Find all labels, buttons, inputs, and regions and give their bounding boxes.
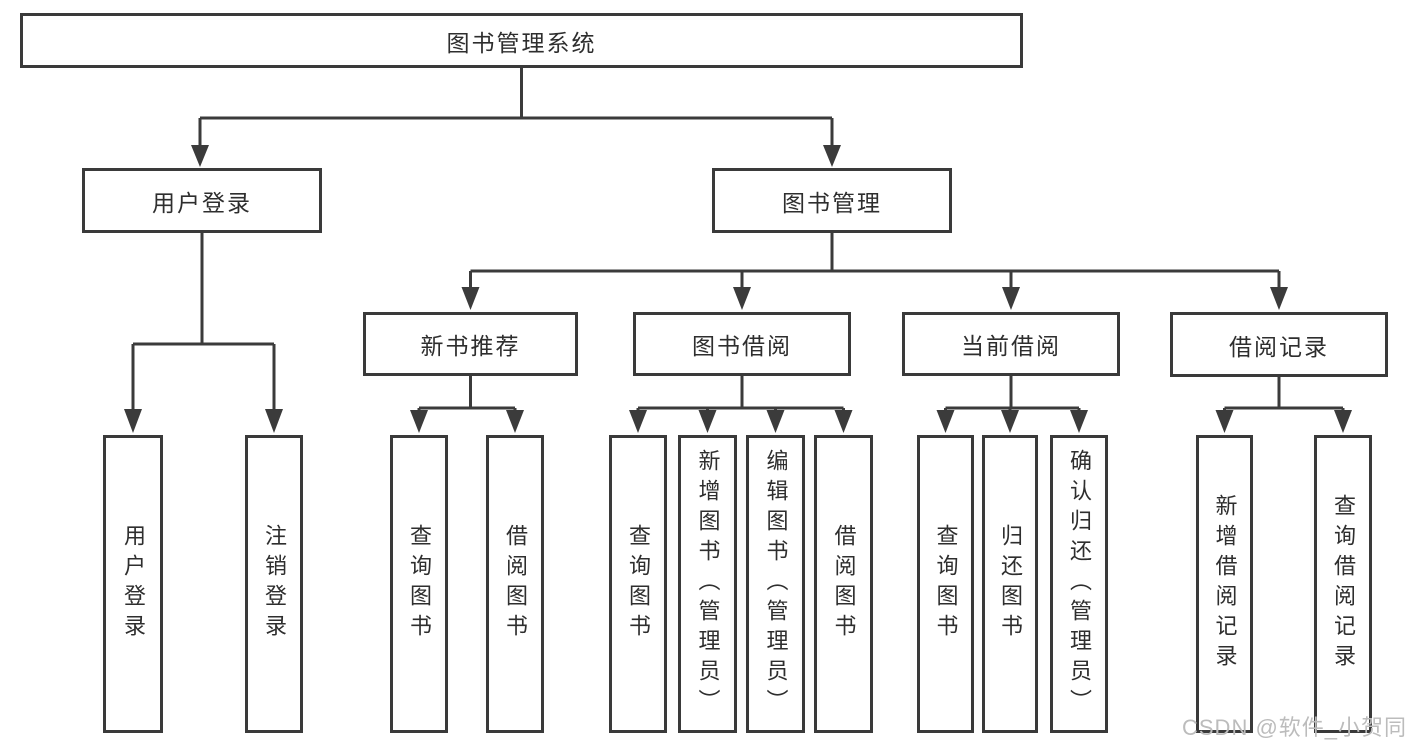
- connector-book-mgmt-to-level3: [461, 233, 1288, 310]
- node-label: 查询图书: [933, 524, 959, 644]
- leaf-logout: 注销登录: [245, 435, 303, 733]
- leaf-search-borrow-record: 查询借阅记录: [1314, 435, 1372, 733]
- connector-new-book-to-leaves: [410, 376, 524, 433]
- leaf-search-books-borrow: 查询图书: [609, 435, 667, 733]
- node-library-management-system: 图书管理系统: [20, 13, 1023, 68]
- leaf-add-borrow-record: 新增借阅记录: [1196, 435, 1253, 733]
- node-label: 新增借阅记录: [1212, 494, 1238, 674]
- leaf-search-books-recommend: 查询图书: [390, 435, 448, 733]
- node-current-borrowing: 当前借阅: [902, 312, 1120, 376]
- node-label: 查询图书: [626, 524, 651, 644]
- node-label: 图书借阅: [692, 333, 792, 359]
- node-label: 查询借阅记录: [1331, 494, 1356, 674]
- node-label: 用户登录: [121, 524, 146, 644]
- node-label: 图书管理: [782, 189, 882, 216]
- node-label: 新增图书（管理员）: [695, 449, 721, 719]
- node-label: 当前借阅: [961, 333, 1061, 359]
- node-label: 归还图书: [998, 524, 1023, 644]
- leaf-confirm-return-admin: 确认归还（管理员）: [1050, 435, 1108, 733]
- node-label: 新书推荐: [420, 333, 521, 359]
- node-user-login: 用户登录: [82, 168, 322, 233]
- connector-user-login-to-leaves: [124, 233, 283, 433]
- node-label: 借阅图书: [503, 524, 528, 644]
- node-label: 借阅图书: [831, 524, 857, 644]
- node-borrowing-records: 借阅记录: [1170, 312, 1388, 377]
- node-book-borrowing: 图书借阅: [633, 312, 851, 376]
- leaf-borrow-books-recommend: 借阅图书: [486, 435, 544, 733]
- leaf-add-books-admin: 新增图书（管理员）: [678, 435, 737, 733]
- node-new-book-recommendation: 新书推荐: [363, 312, 578, 376]
- leaf-search-books-current: 查询图书: [917, 435, 974, 733]
- leaf-return-books: 归还图书: [982, 435, 1038, 733]
- leaf-edit-books-admin: 编辑图书（管理员）: [746, 435, 805, 733]
- connector-borrow-records-to-leaves: [1215, 377, 1352, 433]
- node-label: 查询图书: [407, 524, 432, 644]
- node-label: 编辑图书（管理员）: [763, 449, 789, 719]
- node-book-management: 图书管理: [712, 168, 952, 233]
- node-label: 确认归还（管理员）: [1067, 449, 1092, 719]
- leaf-user-login: 用户登录: [103, 435, 163, 733]
- node-label: 注销登录: [262, 524, 287, 644]
- connector-current-borrow-to-leaves: [936, 376, 1088, 433]
- node-label: 图书管理系统: [446, 29, 597, 56]
- connector-root-to-level2: [191, 68, 841, 167]
- csdn-watermark: CSDN @软件_小贺同学: [1182, 715, 1405, 740]
- leaf-borrow-books: 借阅图书: [814, 435, 873, 733]
- node-label: 借阅记录: [1229, 333, 1329, 360]
- node-label: 用户登录: [152, 189, 252, 216]
- connector-book-borrow-to-leaves: [629, 376, 853, 433]
